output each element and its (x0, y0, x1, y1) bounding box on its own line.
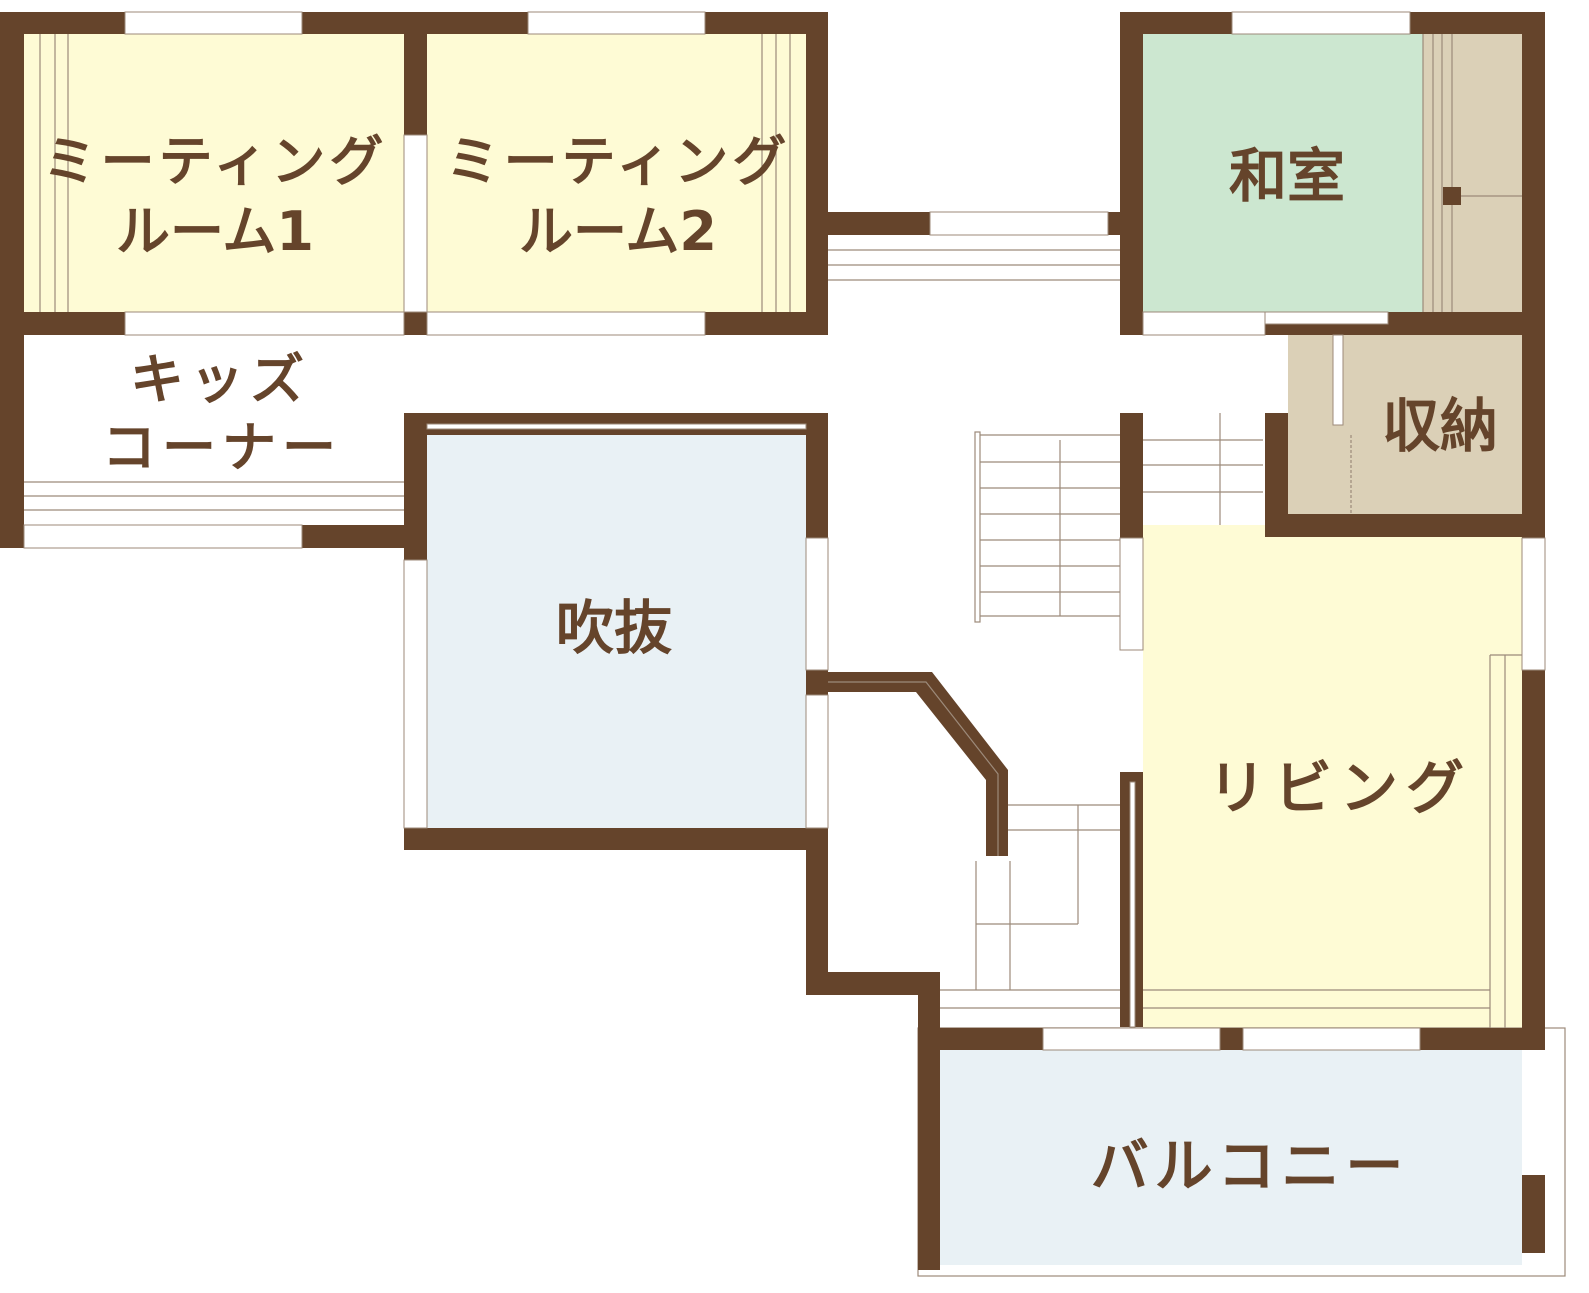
balcony-label: バルコニー (1091, 1132, 1410, 1200)
door[interactable] (1142, 311, 1266, 336)
kids-corner-label: キッズ (130, 348, 310, 411)
window[interactable] (1231, 11, 1411, 35)
meeting-room-1-label: ミーティング (43, 130, 388, 193)
window[interactable] (527, 11, 706, 35)
window[interactable] (1521, 537, 1546, 671)
openings[interactable] (23, 11, 1546, 1051)
meeting-room-2-label: ルーム2 (519, 200, 717, 263)
washitsu-label: 和室 (1229, 142, 1345, 210)
sliding-door[interactable] (403, 134, 428, 313)
window[interactable] (124, 11, 303, 35)
floor-detail-lines (24, 34, 1522, 1029)
meeting-room-1-floor[interactable] (24, 34, 404, 312)
tokonoma (1423, 34, 1522, 312)
door[interactable] (124, 311, 405, 336)
window[interactable] (929, 211, 1109, 236)
washitsu-floor[interactable] (1143, 34, 1423, 312)
storage-floor[interactable] (1288, 335, 1522, 514)
fukinuke-window[interactable] (805, 537, 829, 671)
fukinuke-area[interactable] (427, 435, 806, 828)
balcony-floor[interactable] (940, 1050, 1522, 1265)
storage-label: 収納 (1382, 392, 1498, 460)
meeting-room-2-label: ミーティング (446, 130, 791, 193)
handrail (426, 423, 807, 430)
door[interactable] (1129, 781, 1136, 1028)
meeting-room-1-label: ルーム1 (116, 200, 314, 263)
living-floor[interactable] (1143, 525, 1522, 1028)
door[interactable] (426, 311, 706, 336)
fukinuke-label: 吹抜 (556, 594, 672, 662)
door[interactable] (1264, 311, 1389, 325)
fukinuke-window[interactable] (403, 559, 428, 829)
storage-door[interactable] (1332, 334, 1344, 426)
window[interactable] (23, 524, 303, 549)
window[interactable] (1042, 1027, 1221, 1051)
window[interactable] (1242, 1027, 1421, 1051)
kids-corner-label: コーナー (102, 416, 342, 479)
fukinuke-window[interactable] (805, 694, 829, 829)
living-label: リビング (1208, 754, 1472, 822)
window[interactable] (1119, 537, 1144, 651)
meeting-room-2-floor[interactable] (427, 34, 806, 312)
